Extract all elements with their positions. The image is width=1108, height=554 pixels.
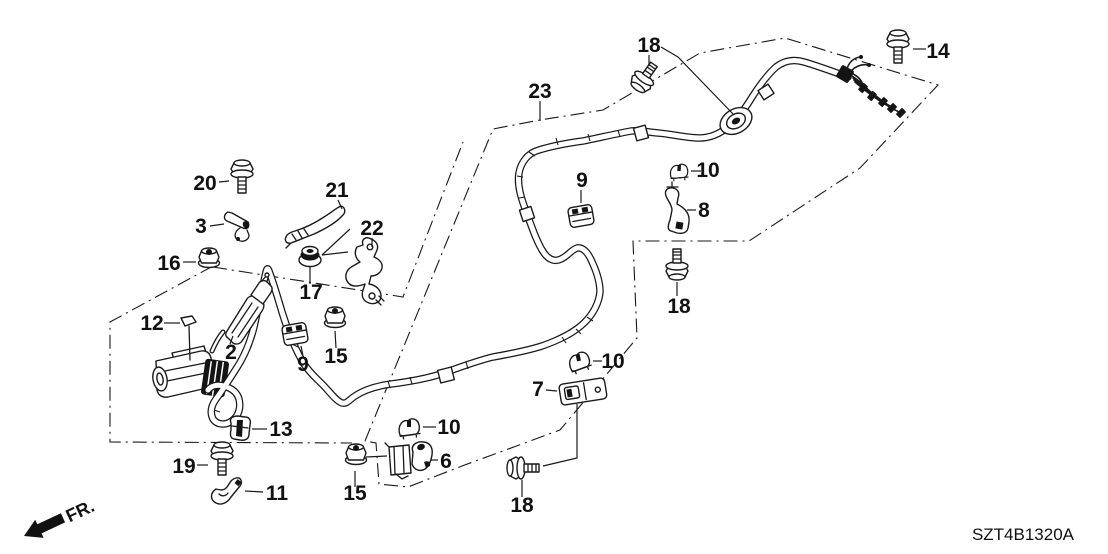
part-11-clamp (210, 477, 243, 505)
callout-18-bottom[interactable]: 18 (510, 494, 534, 517)
callout-8[interactable]: 8 (698, 199, 710, 222)
callout-6[interactable]: 6 (440, 450, 452, 473)
phantom-harness-region (364, 37, 940, 488)
battery-cable-connector-block (152, 329, 230, 398)
callout-21[interactable]: 21 (325, 179, 349, 202)
callout-18-mid[interactable]: 18 (667, 295, 691, 318)
callout-14[interactable]: 14 (926, 40, 950, 63)
part-18-bolt-bottom (506, 456, 540, 480)
part-19-bolt (210, 441, 234, 476)
part-13-clamp (229, 415, 252, 441)
part-20-bolt (230, 159, 254, 194)
part-18-bolt-mid (665, 248, 689, 281)
callout-labels: 18 14 23 10 9 20 8 21 3 22 16 17 18 12 2… (140, 34, 950, 517)
callout-16[interactable]: 16 (157, 252, 180, 275)
part-10-clip-upper (669, 163, 689, 182)
part-22-bracket (345, 237, 385, 306)
phantom-outlines (109, 37, 940, 488)
fr-label: FR. (63, 496, 98, 526)
callout-3[interactable]: 3 (195, 215, 207, 238)
callout-19[interactable]: 19 (172, 455, 195, 478)
leader-lines (164, 46, 926, 497)
part-21-bracket (284, 205, 346, 249)
tube-bands (436, 65, 854, 384)
callout-2[interactable]: 2 (225, 341, 237, 364)
phantom-left-box (109, 265, 353, 444)
fr-direction-arrow: FR. (24, 496, 98, 538)
tape-ticks (213, 129, 621, 413)
harness-wire-ends (846, 55, 906, 118)
callout-9-upper[interactable]: 9 (576, 169, 588, 192)
phantom-mid-cluster (212, 141, 464, 298)
callout-13[interactable]: 13 (269, 418, 292, 441)
part-18-bolt-top (630, 61, 658, 94)
callout-10-lower[interactable]: 10 (437, 416, 460, 439)
cable-grommet-ring (719, 106, 753, 136)
part-15-nut-upper (323, 306, 347, 329)
callout-23[interactable]: 23 (528, 80, 551, 103)
part-14-bolt (886, 29, 910, 64)
starter-cable (204, 55, 906, 428)
part-7-bracket (558, 377, 608, 406)
part-15-nut-lower (344, 443, 368, 466)
callout-12[interactable]: 12 (140, 312, 163, 335)
part-8-bracket (664, 181, 690, 235)
callout-20[interactable]: 20 (193, 172, 216, 195)
callout-7[interactable]: 7 (532, 378, 544, 401)
callout-10-mid[interactable]: 10 (601, 350, 624, 373)
part-16-nut (197, 247, 221, 269)
part-2-connector (224, 272, 273, 345)
callout-18-top[interactable]: 18 (637, 34, 661, 57)
part-3-stay (223, 211, 250, 242)
callout-22[interactable]: 22 (360, 217, 383, 240)
part-glyphs (180, 29, 910, 505)
part-9-clip-upper (567, 204, 595, 228)
part-10-clip-lower (398, 418, 421, 440)
callout-10-upper[interactable]: 10 (696, 159, 719, 182)
callout-11[interactable]: 11 (266, 482, 289, 505)
callout-15-lower[interactable]: 15 (343, 482, 367, 505)
diagram-code: SZT4B1320A (972, 525, 1075, 544)
callout-17[interactable]: 17 (299, 281, 322, 304)
callout-15-upper[interactable]: 15 (324, 345, 348, 368)
callout-9-lower[interactable]: 9 (297, 353, 309, 376)
part-17-grommet (298, 245, 322, 268)
part-6-holder (384, 441, 433, 480)
part-12-tie (180, 315, 197, 361)
part-9-clip-lower (281, 322, 309, 346)
part-10-clip-mid (569, 351, 592, 375)
